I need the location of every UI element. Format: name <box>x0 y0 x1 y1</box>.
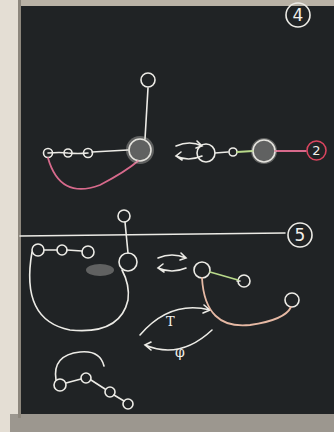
circled-number: 4 <box>285 2 311 28</box>
map-label: T <box>166 314 175 329</box>
node-text: 5 <box>295 225 306 245</box>
circled-number: 5 <box>287 222 313 248</box>
state-circle: 2 <box>306 140 327 161</box>
map-label: φ <box>175 344 185 360</box>
node-text: 2 <box>312 143 320 158</box>
node-text: 4 <box>293 5 304 25</box>
